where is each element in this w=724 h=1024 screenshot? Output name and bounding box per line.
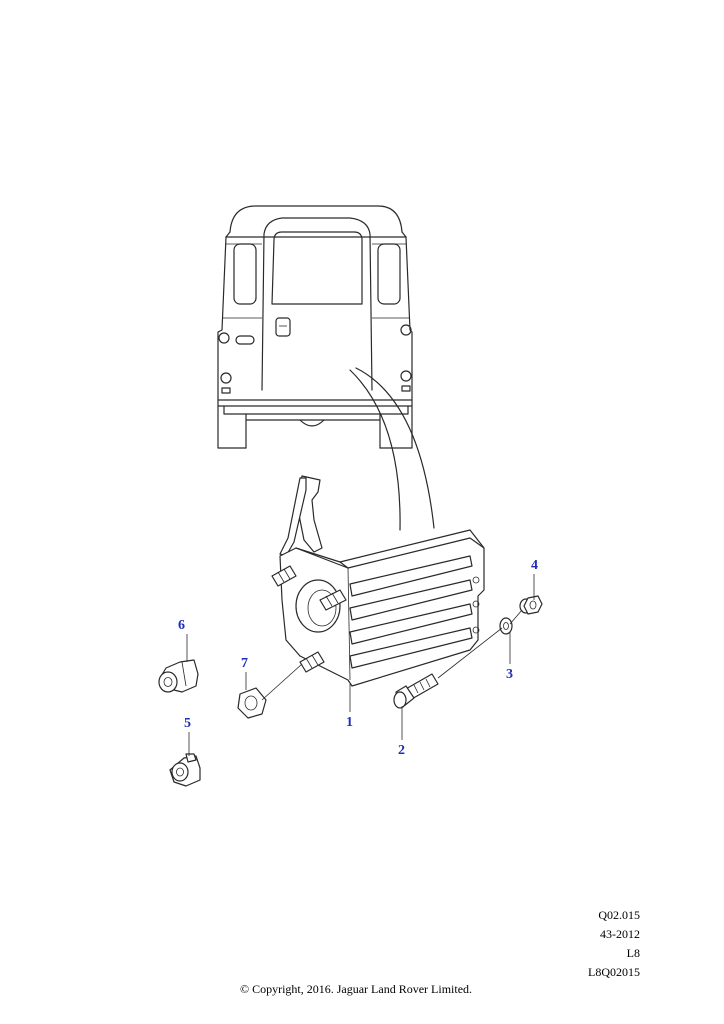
reference-line-3: L8 [626, 946, 640, 960]
flange-nut [519, 595, 543, 615]
callout-3[interactable]: 3 [506, 667, 513, 682]
bracket-stud-upper-center [319, 589, 347, 611]
callout-4[interactable]: 4 [531, 558, 538, 573]
wheel-nut-6 [158, 659, 199, 693]
reference-line-2: 43-2012 [600, 927, 640, 941]
copyright-notice: © Copyright, 2016. Jaguar Land Rover Lim… [239, 982, 473, 996]
reference-line-4: L8Q02015 [588, 965, 640, 979]
reference-line-1: Q02.015 [598, 908, 640, 922]
reference-block: Q02.015 43-2012 L8 L8Q02015 [520, 906, 640, 982]
callout-6[interactable]: 6 [178, 618, 185, 633]
callout-2[interactable]: 2 [398, 743, 405, 758]
bracket-stud-upper-left [271, 565, 297, 587]
hex-nut [237, 687, 267, 719]
vehicle-rear-view [217, 205, 413, 449]
callout-7[interactable]: 7 [241, 656, 248, 671]
leader-lines [186, 574, 535, 756]
bracket-assembly [271, 475, 485, 687]
callout-5[interactable]: 5 [184, 716, 191, 731]
callout-numbers: 1 2 3 4 5 6 7 [178, 558, 538, 758]
bolt [393, 673, 439, 709]
bracket-stud-lower [299, 651, 325, 673]
callout-1[interactable]: 1 [346, 715, 353, 730]
wheel-nut-5 [169, 753, 201, 787]
washer [499, 617, 513, 635]
location-pointer [349, 367, 435, 531]
